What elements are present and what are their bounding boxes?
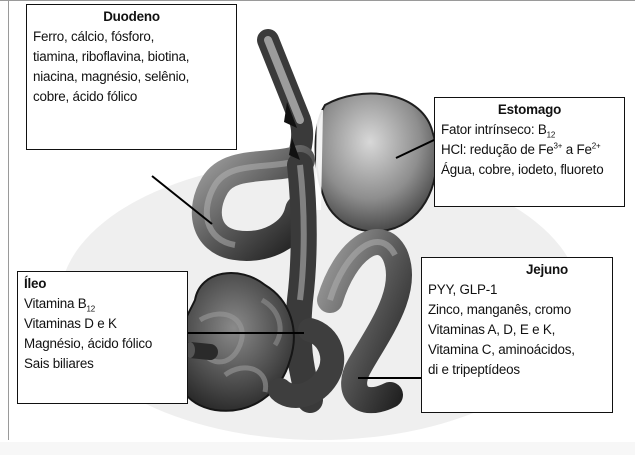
duodeno-title: Duodeno (33, 7, 230, 27)
estomago-hcl-sup1: 3+ (554, 142, 563, 151)
jejuno-line: di e tripeptídeos (428, 360, 606, 380)
jejuno-line: Vitamina C, aminoácidos, (428, 340, 606, 360)
label-box-estomago: Estomago Fator intrínseco: B12 HCl: redu… (434, 97, 625, 207)
stomach-pouch-shape (316, 94, 437, 232)
duodeno-line: tiamina, riboflavina, biotina, (33, 47, 230, 67)
estomago-fator-text: Fator intrínseco: B (441, 122, 547, 137)
estomago-hcl-line: HCl: redução de Fe3+ a Fe2+ (441, 140, 618, 160)
duodeno-line: Ferro, cálcio, fósforo, (33, 27, 230, 47)
jejuno-line: Zinco, manganês, cromo (428, 300, 606, 320)
jejuno-line: Vitaminas A, D, E e K, (428, 320, 606, 340)
duodeno-line: cobre, ácido fólico (33, 87, 230, 107)
ileo-line: Sais biliares (24, 354, 181, 374)
estomago-hcl-mid: a Fe (562, 142, 592, 157)
label-box-duodeno: Duodeno Ferro, cálcio, fósforo, tiamina,… (26, 4, 237, 150)
label-box-ileo: Íleo Vitamina B12 Vitaminas D e K Magnés… (17, 271, 188, 404)
ileo-title: Íleo (24, 274, 181, 294)
label-box-jejuno: Jejuno PYY, GLP-1 Zinco, manganês, cromo… (421, 257, 613, 413)
estomago-hcl-text: HCl: redução de Fe (441, 142, 554, 157)
ileo-vitb-sub: 12 (87, 305, 96, 314)
ileo-line: Vitaminas D e K (24, 314, 181, 334)
jejuno-line: PYY, GLP-1 (428, 280, 606, 300)
ileo-line: Magnésio, ácido fólico (24, 334, 181, 354)
estomago-hcl-sup2: 2+ (592, 142, 601, 151)
ileo-vitb-text: Vitamina B (24, 296, 87, 311)
jejuno-title: Jejuno (428, 260, 606, 280)
estomago-agua-line: Água, cobre, iodeto, fluoreto (441, 160, 618, 180)
estomago-fator-line: Fator intrínseco: B12 (441, 120, 618, 140)
estomago-fator-sub: 12 (547, 131, 556, 140)
duodeno-line: niacina, magnésio, selênio, (33, 67, 230, 87)
estomago-title: Estomago (441, 100, 618, 120)
ileo-vitb-line: Vitamina B12 (24, 294, 181, 314)
